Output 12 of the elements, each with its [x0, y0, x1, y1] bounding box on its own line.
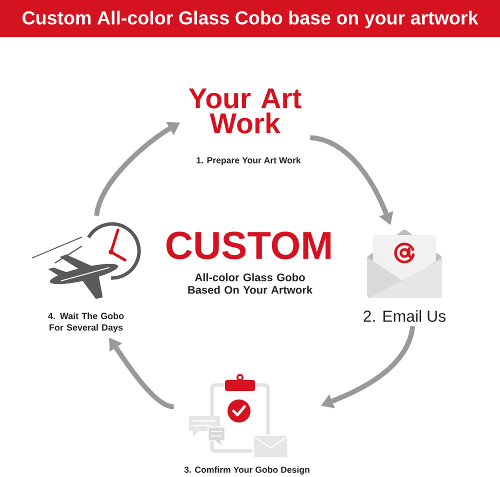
step-caption: 2. Email Us — [364, 310, 446, 322]
step-heading: Your Art Work — [188, 88, 302, 134]
headline: CUSTOM — [166, 232, 331, 260]
step-caption: 3. Comfirm Your Gobo Design — [184, 466, 310, 475]
step-caption: 4. Wait The Gobo For Several Days — [48, 312, 124, 332]
curved-arrow — [310, 135, 394, 225]
curved-arrow — [109, 338, 174, 410]
curved-arrow — [321, 326, 416, 408]
subheadline: All-color Glass Gobo Based On Your Artwork — [188, 273, 313, 294]
curved-arrow — [94, 122, 180, 216]
title-banner: Custom All-color Glass Cobo base on your artwork — [0, 0, 500, 37]
step-caption: 1. Prepare Your Art Work — [196, 156, 301, 166]
